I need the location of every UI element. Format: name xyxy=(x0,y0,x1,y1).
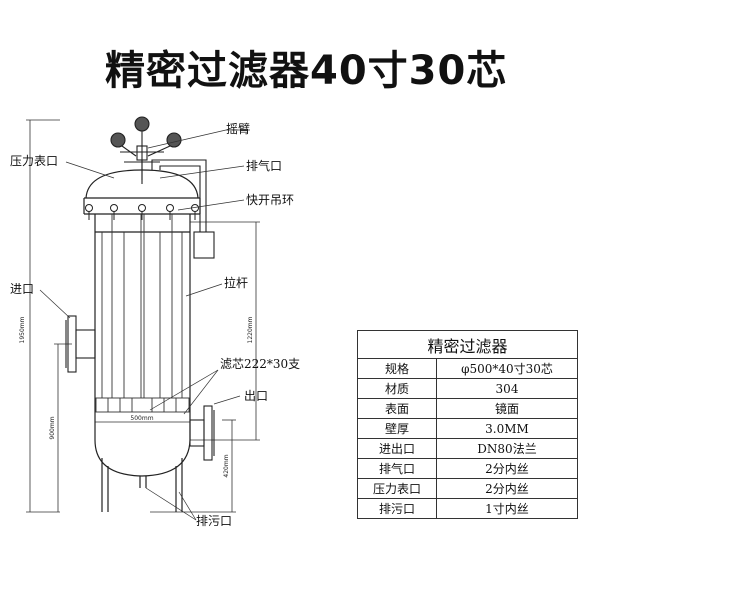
label-rocker-arm: 摇臂 xyxy=(226,122,250,136)
dim-body-diameter: 500mm xyxy=(130,415,153,422)
table-row: 表面 镜面 xyxy=(357,398,578,419)
page-title: 精密过滤器40寸30芯 xyxy=(105,48,508,94)
spec-table: 精密过滤器 规格 φ500*40寸30芯 材质 304 表面 镜面 壁厚 3.0… xyxy=(357,330,578,519)
vent-pipe xyxy=(151,159,215,259)
spec-table-title: 精密过滤器 xyxy=(357,330,578,359)
table-row: 压力表口 2分内丝 xyxy=(357,478,578,499)
dim-element-length: 1220mm xyxy=(247,316,254,343)
label-outlet: 出口 xyxy=(244,389,268,403)
table-row: 排污口 1寸内丝 xyxy=(357,498,578,519)
spec-value: 304 xyxy=(436,378,578,399)
label-drain-port: 排污口 xyxy=(196,514,232,528)
leader-lines xyxy=(39,129,250,521)
dimension-lines xyxy=(26,119,260,513)
label-vent-port: 排气口 xyxy=(246,158,282,173)
spec-key: 压力表口 xyxy=(357,478,437,499)
outlet-flange xyxy=(189,405,215,461)
label-filter-element: 滤芯222*30支 xyxy=(220,357,300,371)
label-pressure-gauge-port: 压力表口 xyxy=(10,154,58,168)
inlet-flange xyxy=(65,315,96,373)
label-quick-lift-ring: 快开吊环 xyxy=(246,193,294,207)
spec-key: 进出口 xyxy=(357,438,437,459)
vessel-body xyxy=(83,169,201,512)
spec-value: 2分内丝 xyxy=(436,458,578,479)
spec-key: 规格 xyxy=(357,358,437,379)
label-tie-rod: 拉杆 xyxy=(224,275,248,290)
spec-value: 2分内丝 xyxy=(436,478,578,499)
spec-value: 1寸内丝 xyxy=(436,498,578,519)
dim-outlet-height: 420mm xyxy=(223,454,230,477)
rocker-arm xyxy=(110,116,182,184)
lift-bolts xyxy=(85,204,199,220)
table-row: 进出口 DN80法兰 xyxy=(357,438,578,459)
table-row: 排气口 2分内丝 xyxy=(357,458,578,479)
label-inlet: 进口 xyxy=(10,282,34,296)
spec-value: DN80法兰 xyxy=(436,438,578,459)
spec-value: 3.0MM xyxy=(436,418,578,439)
filter-elements xyxy=(95,214,190,413)
spec-key: 排气口 xyxy=(357,458,437,479)
dim-inlet-height: 900mm xyxy=(49,416,56,439)
table-row: 规格 φ500*40寸30芯 xyxy=(357,358,578,379)
table-row: 壁厚 3.0MM xyxy=(357,418,578,439)
spec-value: φ500*40寸30芯 xyxy=(436,358,578,379)
table-row: 材质 304 xyxy=(357,378,578,399)
spec-key: 排污口 xyxy=(357,498,437,519)
spec-key: 材质 xyxy=(357,378,437,399)
dim-overall-height: 1950mm xyxy=(19,316,26,343)
spec-value: 镜面 xyxy=(436,398,578,419)
spec-key: 壁厚 xyxy=(357,418,437,439)
spec-key: 表面 xyxy=(357,398,437,419)
